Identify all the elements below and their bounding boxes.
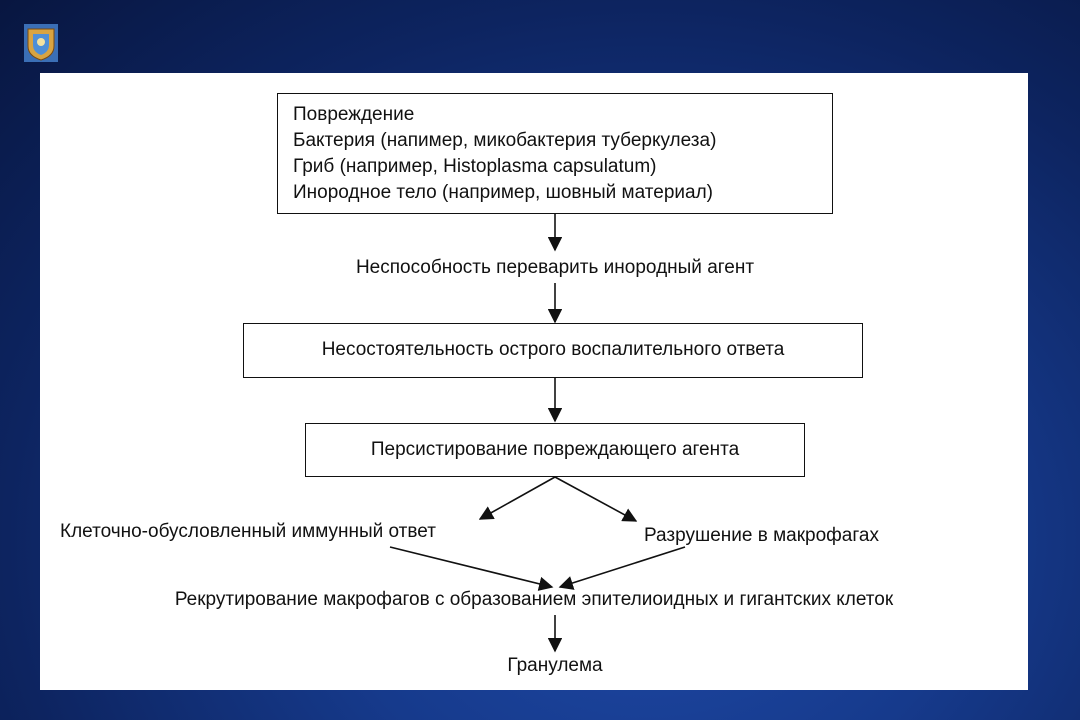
flow-arrows [389,214,686,653]
cell-immune-label: Клеточно-обусловленный иммунный ответ [60,521,436,542]
failure-box: Несостоятельность острого воспалительног… [243,323,863,378]
injury-title: Повреждение [293,104,415,125]
arrow-persistence-to-immune [478,476,556,520]
arrow-immune-to-recruitment [389,546,554,591]
inability-label: Неспособность переварить инородный агент [355,257,755,278]
granuloma-label: Гранулема [507,655,603,676]
university-emblem-icon [24,24,58,62]
injury-box: Повреждение Бактерия (напимер, микобакте… [277,93,833,214]
injury-fungus: Гриб (например, Histoplasma capsulatum) [293,156,657,177]
diagram-panel: Повреждение Бактерия (напимер, микобакте… [40,73,1028,690]
injury-foreign-body: Инородное тело (например, шовный материа… [293,182,713,203]
recruitment-label: Рекрутирование макрофагов с образованием… [174,589,894,610]
arrow-destruction-to-recruitment [558,546,686,590]
injury-bacteria: Бактерия (напимер, микобактерия туберкул… [293,130,717,151]
arrow-persistence-to-destruction [554,476,638,522]
persistence-box: Персистирование повреждающего агента [305,423,805,477]
destruction-label: Разрушение в макрофагах [644,525,879,546]
